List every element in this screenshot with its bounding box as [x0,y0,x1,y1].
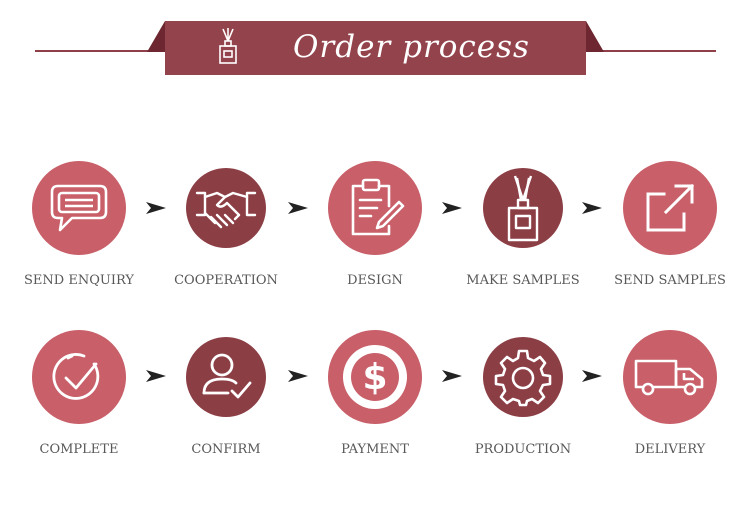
header-line-right [586,50,716,52]
step-circle [186,337,266,417]
title-banner: Order process [147,21,604,75]
arrow-icon [582,370,602,382]
gear-icon [494,349,552,407]
handshake-icon [195,191,257,229]
arrow-icon [146,370,166,382]
banner-tab-left [147,21,165,52]
header-line-left [35,50,165,52]
step-cooperation: COOPERATION [151,161,301,288]
step-label: SEND SAMPLES [614,273,726,288]
svg-text:$: $ [362,357,387,398]
banner-tab-right [586,21,604,52]
step-label: PRODUCTION [474,442,572,457]
step-label: DELIVERY [634,442,706,457]
arrow-icon [288,370,308,382]
step-send-enquiry: SEND ENQUIRY [4,161,154,288]
step-label: PAYMENT [341,442,409,457]
page-title: Order process [293,29,530,65]
step-label: COMPLETE [39,442,119,457]
step-circle: $ [328,330,422,424]
arrow-icon [288,202,308,214]
step-circle [186,168,266,248]
reed-diffuser-bottle-icon [507,175,539,242]
step-label: CONFIRM [191,442,261,457]
step-label: COOPERATION [174,273,278,288]
step-production: PRODUCTION [448,330,598,457]
check-circle-icon [52,353,100,400]
step-payment: $ PAYMENT [300,330,450,457]
dollar-coin-icon: $ [343,345,407,409]
step-label: MAKE SAMPLES [466,273,580,288]
chat-bubble-icon [50,184,108,232]
user-check-icon [202,353,252,399]
banner-body: Order process [165,21,586,75]
step-circle [483,337,563,417]
arrow-icon [146,202,166,214]
step-complete: COMPLETE [4,330,154,457]
step-confirm: CONFIRM [151,330,301,457]
step-circle [328,161,422,255]
step-circle [623,330,717,424]
step-design: DESIGN [300,161,450,288]
clipboard-pen-icon [351,178,405,236]
step-circle [32,330,126,424]
arrow-icon [442,370,462,382]
arrow-icon [582,202,602,214]
truck-icon [634,359,704,396]
step-label: SEND ENQUIRY [24,273,134,288]
share-arrow-icon [646,183,695,232]
reed-diffuser-icon [219,28,237,64]
step-circle [623,161,717,255]
step-make-samples: MAKE SAMPLES [448,161,598,288]
step-circle [483,168,563,248]
step-delivery: DELIVERY [595,330,745,457]
step-circle [32,161,126,255]
arrow-icon [442,202,462,214]
step-label: DESIGN [347,273,403,288]
step-send-samples: SEND SAMPLES [595,161,745,288]
